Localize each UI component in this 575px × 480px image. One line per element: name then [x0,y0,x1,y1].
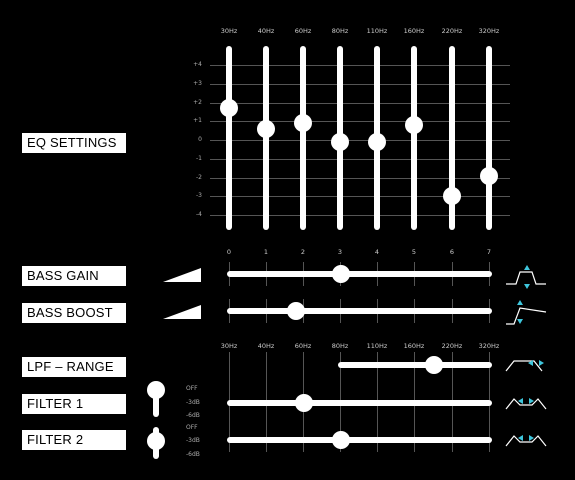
lpf-freq-label: 80Hz [331,342,349,350]
eq-scale-label: -3 [196,192,202,200]
filter-1-option-off: OFF [186,385,198,392]
eq-scale-label: -1 [196,154,202,162]
eq-band-knob[interactable] [443,187,461,206]
step-number-label: 2 [300,248,306,256]
eq-band-knob[interactable] [257,119,275,138]
eq-scale-label: -2 [196,173,202,181]
filter-2-track[interactable] [227,437,492,443]
lpf-freq-label: 160Hz [403,342,425,350]
step-number-label: 6 [449,248,455,256]
filter-1-curve-icon [505,398,547,410]
eq-grid-line [210,140,510,141]
filter-1-toggle[interactable] [147,381,165,419]
bass-boost-knob[interactable] [287,302,306,320]
lpf-freq-label: 220Hz [441,342,463,350]
eq-scale-label: +2 [193,98,202,106]
bass-boost-label: BASS BOOST [22,303,126,323]
eq-scale-label: -4 [196,211,202,218]
bass-gain-track[interactable] [227,271,492,277]
eq-band-freq-label: 220Hz [441,27,463,35]
filter-1-knob[interactable] [294,394,313,412]
lpf-freq-label: 40Hz [257,342,275,350]
lpf-range-knob[interactable] [425,356,444,374]
eq-band-track[interactable] [486,46,492,230]
step-number-label: 0 [226,248,232,256]
filter-2-option-3db: -3dB [186,437,200,444]
eq-band-knob[interactable] [405,116,423,134]
lpf-freq-label: 60Hz [294,342,312,350]
lpf-range-label: LPF – RANGE [22,357,126,377]
filter-1-option-6db: -6dB [186,412,200,419]
eq-band-freq-label: 40Hz [257,27,275,35]
eq-band-freq-label: 60Hz [294,27,312,35]
eq-scale-label: +4 [193,61,202,68]
lpf-range-track[interactable] [338,362,492,368]
eq-grid-line [210,102,510,104]
eq-band-track[interactable] [300,46,306,230]
filter-2-knob[interactable] [331,431,350,449]
bass-gain-ramp-icon [163,268,201,282]
filter-1-track[interactable] [227,400,492,406]
filter-2-toggle[interactable] [147,423,165,461]
eq-band-knob[interactable] [480,166,498,185]
step-number-label: 7 [486,248,492,256]
eq-band-freq-label: 320Hz [478,27,500,35]
filter-1-toggle-knob[interactable] [147,381,165,399]
lpf-range-curve-icon [505,360,544,372]
eq-band-knob[interactable] [294,114,312,133]
eq-band-knob[interactable] [220,99,238,118]
eq-settings-label: EQ SETTINGS [22,133,126,153]
filter-2-curve-icon [505,435,547,447]
bass-gain-curve-icon [506,265,546,289]
eq-scale-label: 0 [198,136,202,143]
eq-band-knob[interactable] [368,132,386,151]
eq-grid-line [210,158,510,160]
eq-grid-line [210,196,510,198]
filter-2-option-6db: -6dB [186,451,200,458]
bass-boost-track[interactable] [227,308,492,314]
eq-band-track[interactable] [226,46,232,230]
eq-band-track[interactable] [263,46,269,230]
eq-band-freq-label: 80Hz [331,27,349,35]
bass-gain-label: BASS GAIN [22,266,126,286]
bass-boost-curve-icon [506,300,547,325]
step-number-label: 5 [411,248,417,256]
eq-band-freq-label: 110Hz [366,27,388,35]
bass-gain-knob[interactable] [331,265,350,283]
eq-grid-line [210,83,510,85]
eq-band-freq-label: 30Hz [220,27,238,35]
eq-grid-line [210,121,510,123]
eq-scale-label: +3 [193,79,202,87]
filter-2-toggle-knob[interactable] [147,432,165,450]
eq-band-track[interactable] [411,46,417,230]
eq-grid-line [210,177,510,179]
bass-boost-ramp-icon [163,305,201,319]
eq-grid-line [210,215,510,216]
lpf-freq-label: 320Hz [478,342,500,350]
eq-grid-line [210,65,510,66]
eq-scale-label: +1 [193,117,202,125]
step-number-label: 1 [263,248,269,256]
eq-band-track[interactable] [449,46,455,230]
filter-2-label: FILTER 2 [22,430,126,450]
lpf-freq-label: 30Hz [220,342,238,350]
filter-1-option-3db: -3dB [186,399,200,406]
eq-band-freq-label: 160Hz [403,27,425,35]
lpf-freq-label: 110Hz [366,342,388,350]
step-number-label: 3 [337,248,343,256]
filter-1-label: FILTER 1 [22,394,126,414]
eq-band-knob[interactable] [331,132,349,151]
step-number-label: 4 [374,248,380,256]
filter-2-option-off: OFF [186,424,198,431]
